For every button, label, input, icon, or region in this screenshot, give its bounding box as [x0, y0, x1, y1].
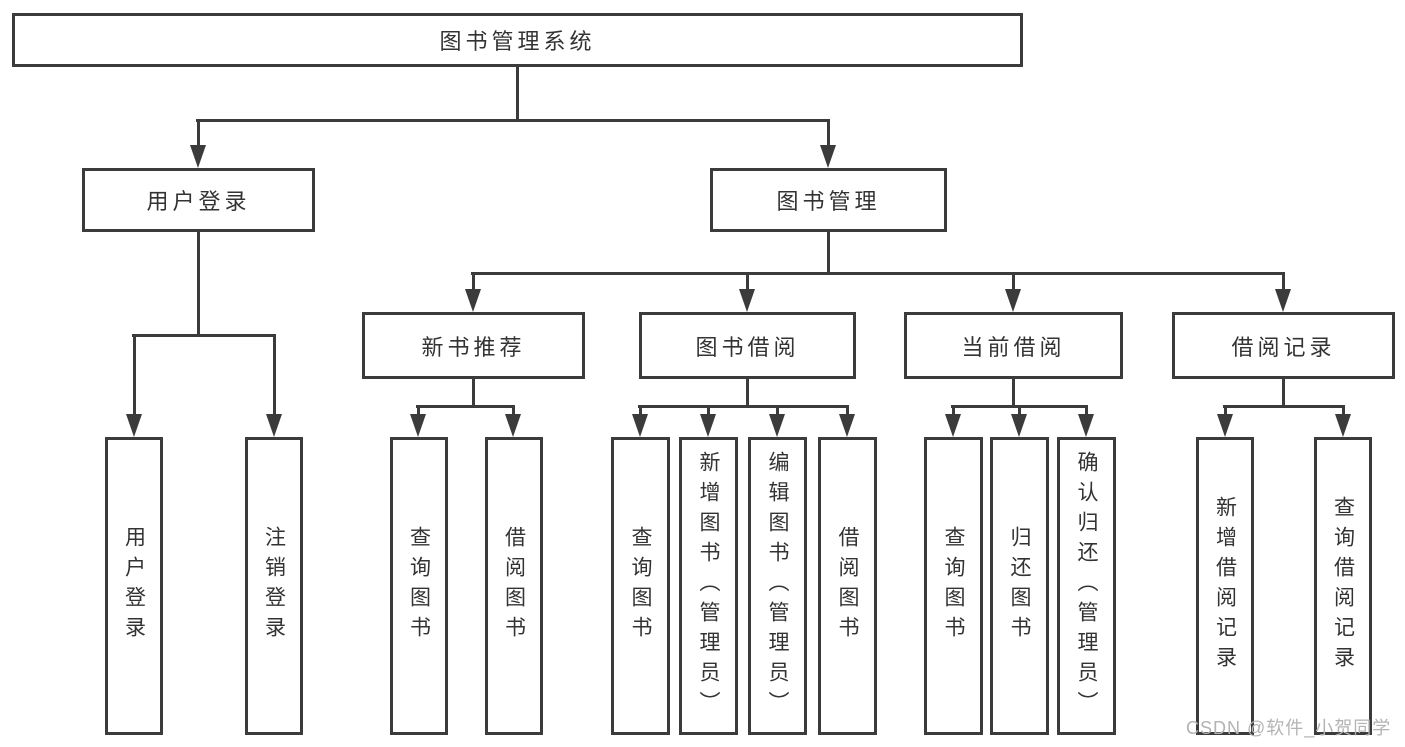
connector-stem	[1282, 379, 1285, 408]
arrowhead-icon	[1078, 414, 1094, 437]
node-label: 注销登录	[262, 526, 286, 646]
connector-stem	[1012, 379, 1015, 408]
node-label: 用户登录	[146, 189, 251, 214]
arrowhead-icon	[1275, 289, 1291, 312]
connector-stem	[827, 232, 830, 275]
arrowhead-icon	[410, 414, 426, 437]
arrowhead-icon	[126, 414, 142, 437]
connector-arrow-line	[133, 335, 136, 417]
leaf-query-books-recommend: 查询图书	[390, 437, 448, 735]
node-label: 当前借阅	[961, 334, 1066, 360]
arrowhead-icon	[769, 414, 785, 437]
node-label: 新增借阅记录	[1213, 496, 1237, 676]
node-label: 图书借阅	[695, 334, 800, 360]
node-label: 查询图书	[942, 526, 965, 646]
leaf-add-borrow-record: 新增借阅记录	[1196, 437, 1254, 735]
node-label: 查询图书	[407, 526, 431, 646]
node-label: 用户登录	[122, 526, 146, 646]
node-label: 新增图书（管理员）	[697, 451, 720, 721]
node-user-login: 用户登录	[82, 168, 315, 232]
connector-arrow-line	[417, 406, 420, 417]
arrowhead-icon	[1335, 414, 1351, 437]
node-borrow-records: 借阅记录	[1172, 312, 1395, 379]
arrowhead-icon	[1217, 414, 1233, 437]
connector-arrow-line	[472, 273, 475, 292]
connector-rail	[196, 119, 830, 122]
connector-arrow-line	[846, 406, 849, 417]
node-label: 确认归还（管理员）	[1075, 451, 1098, 721]
connector-arrow-line	[776, 406, 779, 417]
node-current-borrow: 当前借阅	[904, 312, 1123, 379]
connector-arrow-line	[197, 120, 200, 148]
connector-rail	[638, 405, 849, 408]
connector-rail	[132, 334, 276, 337]
connector-arrow-line	[1012, 273, 1015, 292]
connector-stem	[197, 232, 200, 337]
connector-arrow-line	[512, 406, 515, 417]
leaf-borrow-books-recommend: 借阅图书	[485, 437, 543, 735]
watermark-text: CSDN @软件_小贺同学	[1186, 718, 1392, 738]
connector-arrow-line	[827, 120, 830, 148]
node-label: 查询图书	[629, 526, 652, 646]
connector-arrow-line	[1342, 406, 1345, 417]
node-label: 借阅图书	[502, 526, 526, 646]
connector-arrow-line	[273, 335, 276, 417]
connector-stem	[516, 67, 519, 122]
node-label: 借阅记录	[1231, 334, 1336, 360]
node-label: 查询借阅记录	[1331, 496, 1355, 676]
node-library-management-system: 图书管理系统	[12, 13, 1023, 67]
leaf-edit-book-admin: 编辑图书（管理员）	[748, 437, 807, 735]
leaf-borrow-books-borrow: 借阅图书	[818, 437, 877, 735]
connector-arrow-line	[639, 406, 642, 417]
node-book-borrow: 图书借阅	[639, 312, 856, 379]
connector-arrow-line	[1018, 406, 1021, 417]
connector-arrow-line	[746, 273, 749, 292]
connector-arrow-line	[952, 406, 955, 417]
node-label: 借阅图书	[836, 526, 859, 646]
arrowhead-icon	[465, 289, 481, 312]
leaf-query-books-borrow: 查询图书	[611, 437, 670, 735]
connector-arrow-line	[707, 406, 710, 417]
arrowhead-icon	[1011, 414, 1027, 437]
arrowhead-icon	[820, 145, 836, 168]
leaf-logout: 注销登录	[245, 437, 303, 735]
arrowhead-icon	[739, 289, 755, 312]
arrowhead-icon	[839, 414, 855, 437]
arrowhead-icon	[266, 414, 282, 437]
node-label: 图书管理系统	[439, 29, 596, 54]
node-label: 归还图书	[1008, 526, 1031, 646]
connector-rail	[1223, 405, 1345, 408]
arrowhead-icon	[505, 414, 521, 437]
connector-arrow-line	[1224, 406, 1227, 417]
leaf-query-borrow-record: 查询借阅记录	[1314, 437, 1372, 735]
leaf-query-books-current: 查询图书	[924, 437, 983, 735]
connector-stem	[472, 379, 475, 408]
arrowhead-icon	[1005, 289, 1021, 312]
connector-rail	[471, 272, 1285, 275]
node-label: 图书管理	[776, 189, 881, 214]
leaf-return-books: 归还图书	[990, 437, 1049, 735]
arrowhead-icon	[945, 414, 961, 437]
leaf-user-login: 用户登录	[105, 437, 163, 735]
arrowhead-icon	[632, 414, 648, 437]
leaf-add-book-admin: 新增图书（管理员）	[679, 437, 738, 735]
arrowhead-icon	[700, 414, 716, 437]
connector-arrow-line	[1282, 273, 1285, 292]
leaf-confirm-return-admin: 确认归还（管理员）	[1057, 437, 1116, 735]
arrowhead-icon	[190, 145, 206, 168]
node-book-management: 图书管理	[710, 168, 947, 232]
connector-stem	[746, 379, 749, 408]
node-label: 新书推荐	[421, 334, 526, 360]
node-new-book-recommend: 新书推荐	[362, 312, 585, 379]
connector-arrow-line	[1085, 406, 1088, 417]
connector-rail	[416, 405, 515, 408]
node-label: 编辑图书（管理员）	[766, 451, 789, 721]
